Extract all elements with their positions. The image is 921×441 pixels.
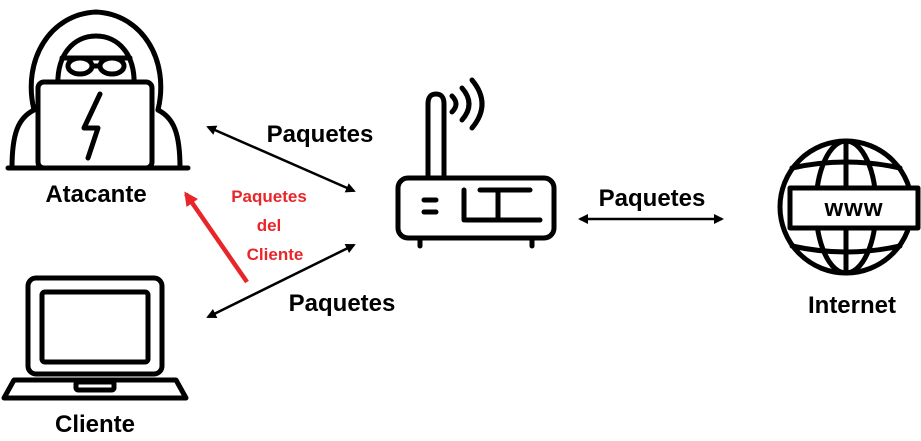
client-router-label: Paquetes: [289, 290, 396, 317]
intercept-label-line-3: Cliente: [247, 245, 304, 264]
intercept-label-line-2: del: [257, 216, 282, 235]
attacker-router-arrow: [206, 125, 356, 193]
internet-label: Internet: [808, 292, 896, 319]
laptop-icon: [1, 275, 189, 401]
hacker-with-laptop-icon: [5, 9, 191, 171]
wifi-router-icon: [395, 77, 557, 249]
globe-www-icon: [777, 138, 921, 276]
intercept-arrow: [184, 191, 249, 284]
attacker-label: Atacante: [45, 181, 146, 208]
www-badge: www: [823, 195, 883, 222]
client-router-arrow: [206, 243, 356, 319]
client-label: Cliente: [55, 411, 135, 438]
attacker-router-label: Paquetes: [267, 121, 374, 148]
intercept-label-line-1: Paquetes: [231, 187, 307, 206]
router-internet-label: Paquetes: [599, 185, 706, 212]
